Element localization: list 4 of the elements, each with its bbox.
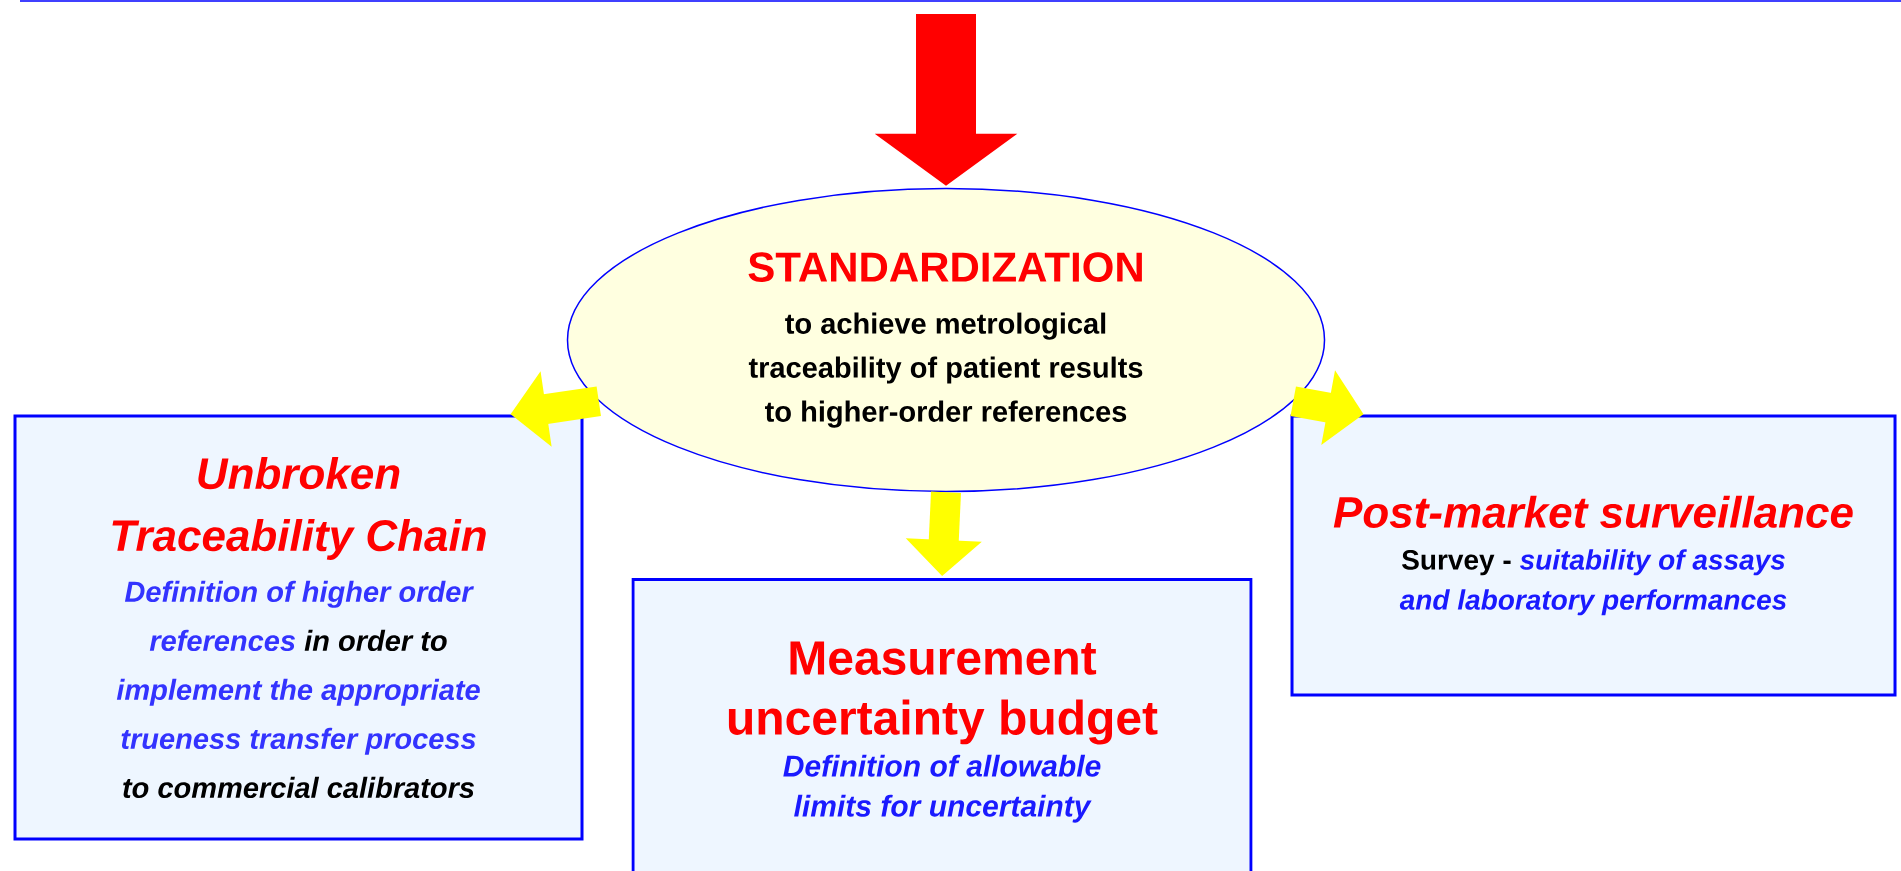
ellipse-node: STANDARDIZATION to achieve metrological traceability of patient results to higher-order references <box>566 187 1326 493</box>
text-box: Post-market surveillance Survey - suitability of assays and laboratory performances <box>1290 414 1897 697</box>
text-box: Unbroken Traceability Chain Definition of higher order references in order to implement the appropriate trueness transfer process to commercial calibrators <box>13 414 584 841</box>
text-box: Measurement uncertainty budget Definition of allowable limits for uncertainty <box>631 578 1253 871</box>
